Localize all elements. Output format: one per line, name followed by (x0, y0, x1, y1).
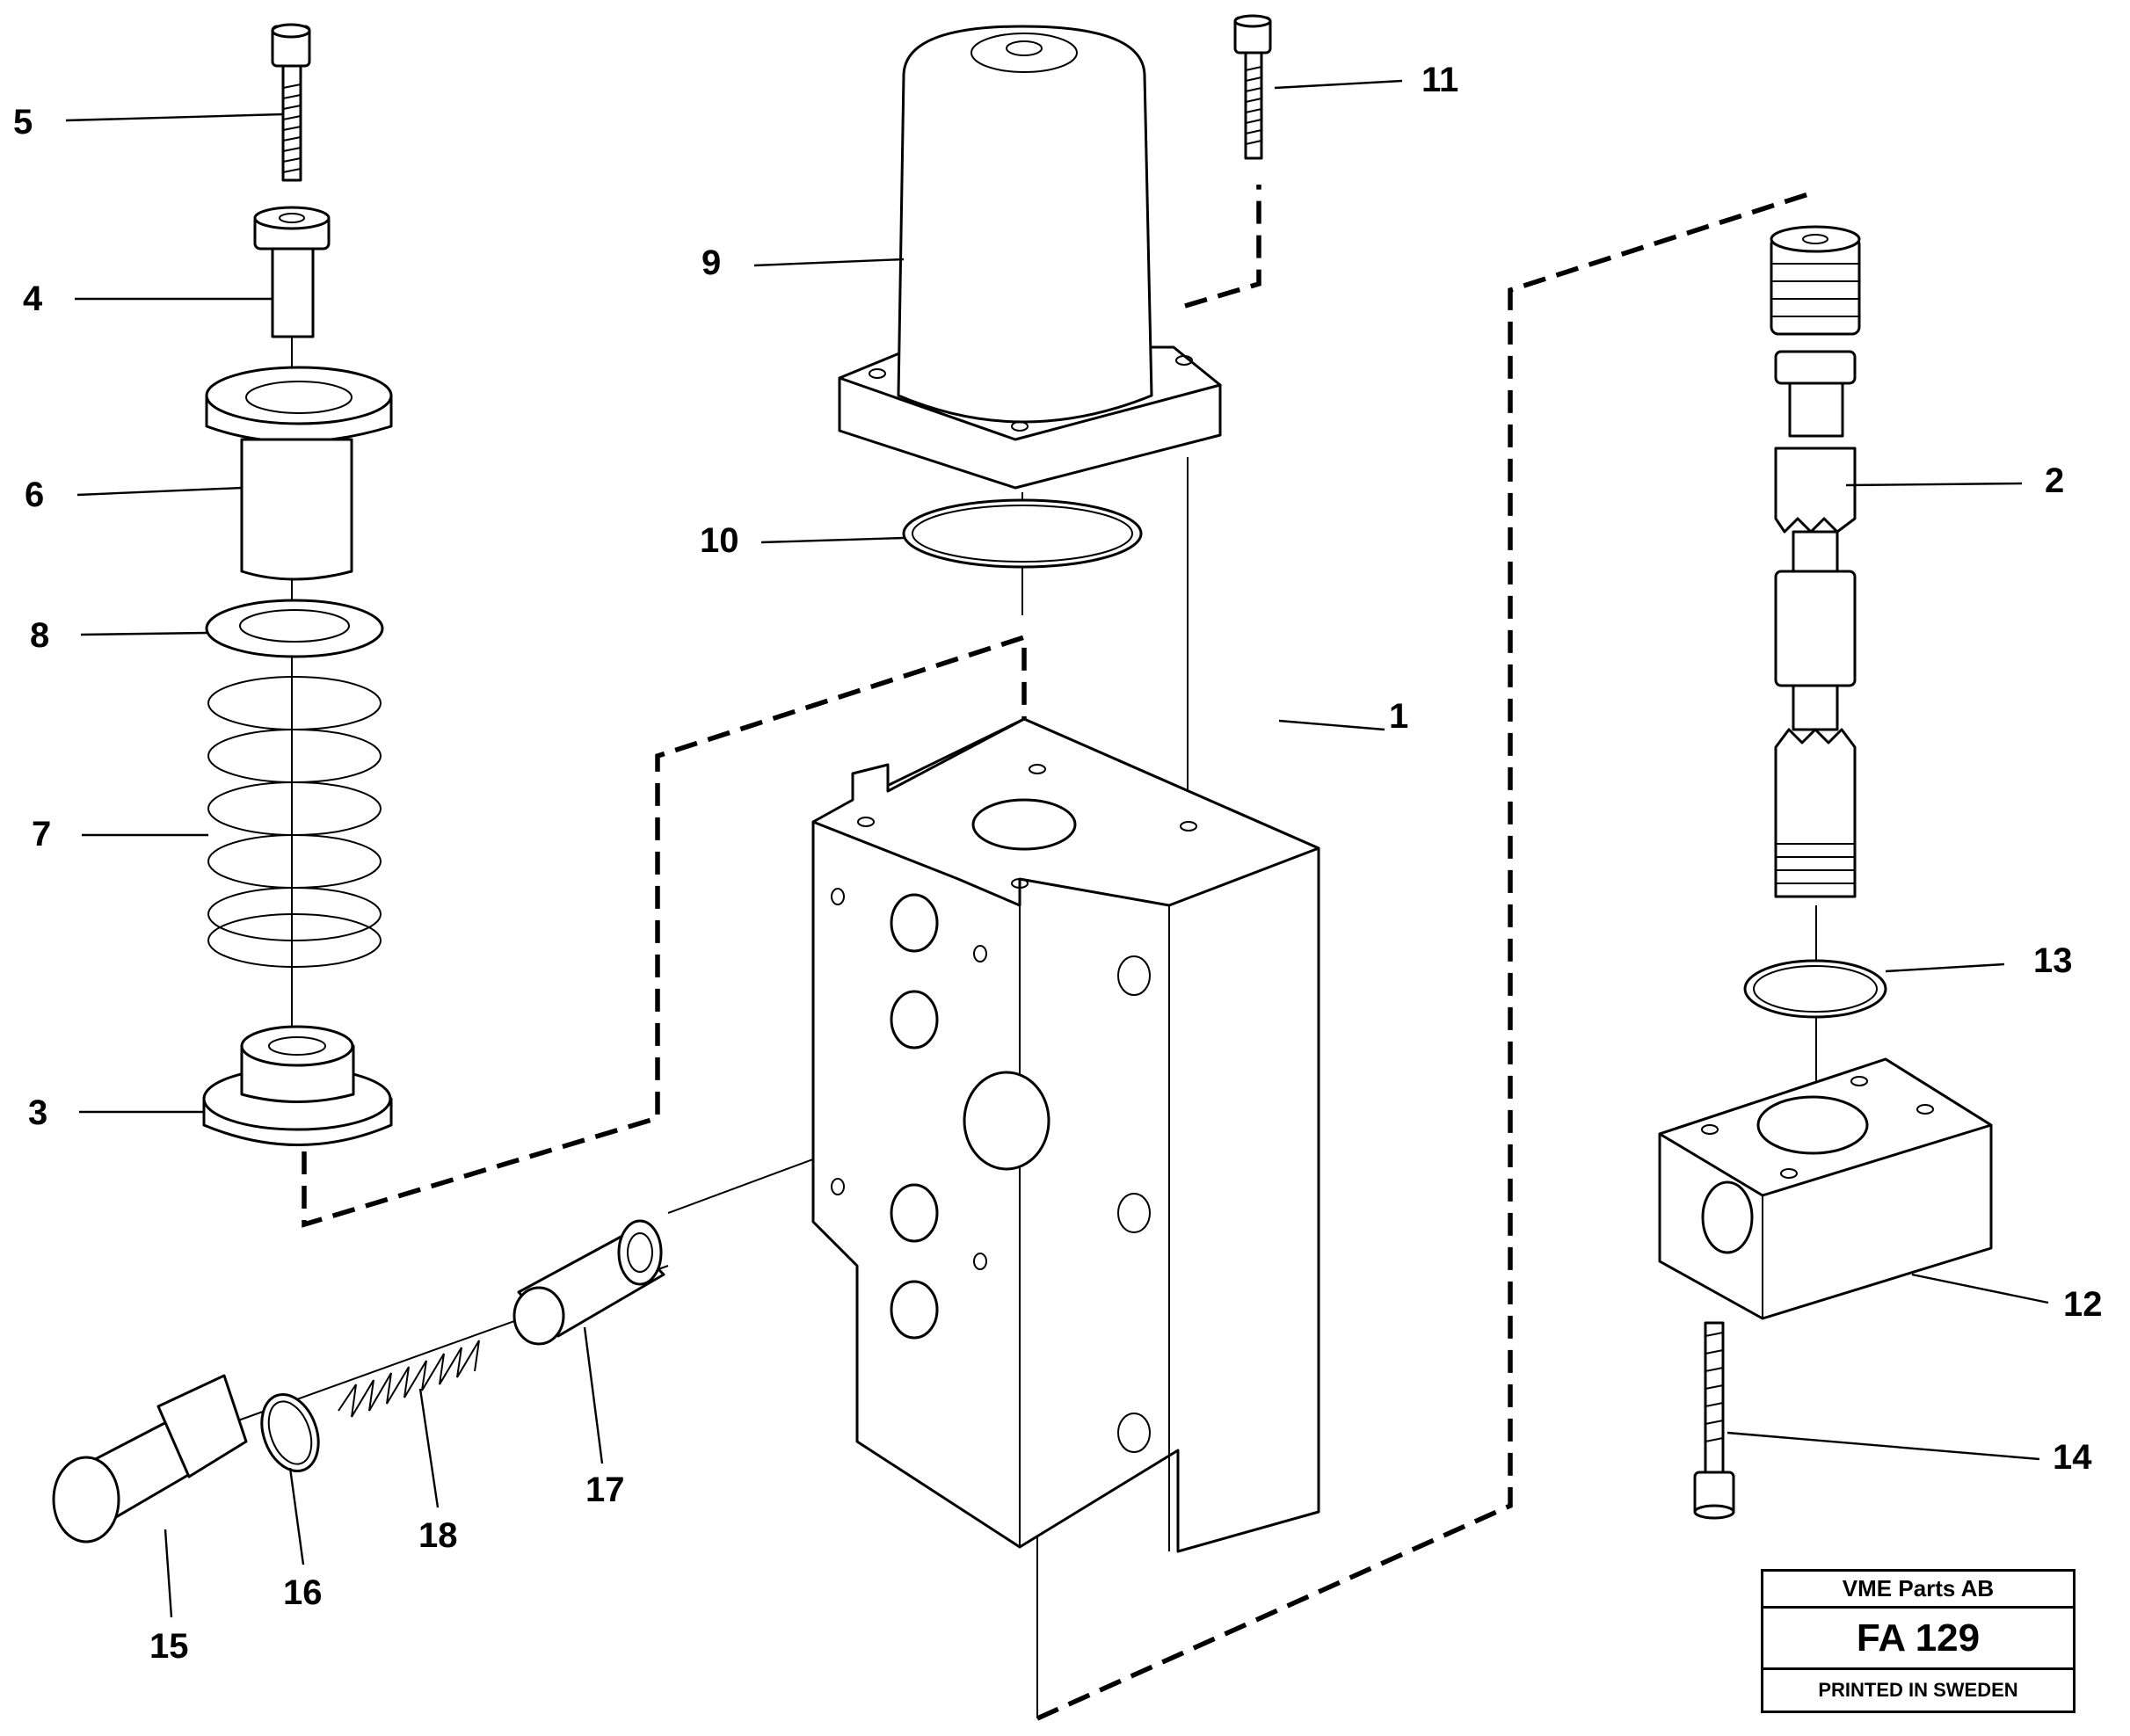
part-13-o-ring (1743, 959, 1887, 1019)
part-18-spring (338, 1340, 480, 1418)
callout-12: 12 (2063, 1285, 2103, 1324)
part-14-screw (1693, 1321, 1735, 1520)
callout-14: 14 (2053, 1438, 2092, 1477)
callout-16: 16 (283, 1573, 323, 1612)
callout-labels: 1 2 3 4 5 6 7 8 9 10 11 12 13 14 15 16 1… (13, 61, 2103, 1666)
part-5-cap-screw (271, 23, 311, 182)
title-stamp: VME Parts AB FA 129 PRINTED IN SWEDEN (1761, 1569, 2075, 1713)
part-7-coil-spring (207, 676, 382, 968)
callout-11: 11 (1421, 61, 1458, 99)
callout-7: 7 (32, 815, 51, 853)
callout-9: 9 (702, 243, 721, 282)
callout-3: 3 (28, 1093, 47, 1132)
part-16-o-ring (260, 1392, 320, 1473)
part-15-plug (52, 1374, 248, 1544)
callout-17: 17 (585, 1471, 625, 1509)
callout-15: 15 (149, 1627, 189, 1666)
callout-4: 4 (23, 280, 43, 318)
callout-1: 1 (1389, 697, 1408, 736)
stamp-code: FA 129 (1763, 1609, 2073, 1670)
part-12-end-block (1658, 1057, 1993, 1320)
stamp-footer: PRINTED IN SWEDEN (1818, 1679, 2018, 1701)
callout-10: 10 (700, 521, 739, 560)
part-6-spring-cup (205, 366, 393, 581)
callout-5: 5 (13, 103, 33, 142)
part-2-spool (1770, 225, 1861, 898)
stamp-company: VME Parts AB (1763, 1572, 2073, 1609)
part-17-piston (513, 1219, 665, 1346)
callout-13: 13 (2033, 941, 2073, 980)
part-11-screw (1233, 14, 1272, 160)
part-9-housing (838, 25, 1222, 490)
assembly-dashed-lines (302, 185, 1812, 1721)
callout-2: 2 (2045, 461, 2064, 500)
part-8-washer (205, 599, 384, 658)
part-4-sleeve (253, 206, 331, 338)
callout-6: 6 (25, 476, 44, 514)
callout-8: 8 (30, 616, 49, 655)
callout-18: 18 (418, 1516, 458, 1555)
leader-lines (65, 79, 2049, 1618)
part-10-o-ring (902, 498, 1143, 569)
part-3-spring-seat (202, 1025, 393, 1146)
part-1-valve-body (811, 717, 1320, 1553)
